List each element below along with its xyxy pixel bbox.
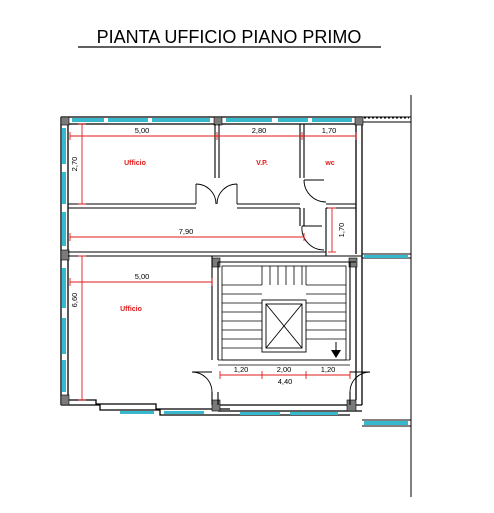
dim-stair-left: 1,20 xyxy=(234,365,249,374)
doors xyxy=(191,179,371,393)
stair-down-arrow-icon xyxy=(331,342,341,358)
dim-office-bottom-width: 5,00 xyxy=(135,272,150,281)
structural-columns xyxy=(60,116,364,412)
page-title: PIANTA UFFICIO PIANO PRIMO xyxy=(97,27,362,47)
dim-stair-center: 2,00 xyxy=(277,365,292,374)
neighbour-building xyxy=(362,95,412,497)
dim-stair-right: 1,20 xyxy=(321,365,336,374)
windows xyxy=(62,118,408,425)
room-label-office-top: Ufficio xyxy=(124,160,146,167)
dim-corridor-width: 7,90 xyxy=(179,227,194,236)
dim-corridor-height: 1,70 xyxy=(337,223,346,238)
elevator-cross-icon xyxy=(261,299,307,353)
room-label-wc: wc xyxy=(324,160,334,167)
dim-vp-width: 2,80 xyxy=(252,126,267,135)
dimension-lines xyxy=(69,123,357,401)
room-label-office-bottom: Ufficio xyxy=(120,306,142,313)
room-label-vp: V.P. xyxy=(256,160,268,167)
interior-walls xyxy=(68,124,362,405)
staircase xyxy=(218,265,350,366)
dim-upper-room-height: 2,70 xyxy=(70,157,79,172)
dim-office-bottom-height: 6,60 xyxy=(70,293,79,308)
dim-stair-total: 4,40 xyxy=(278,377,293,386)
dim-wc-width: 1,70 xyxy=(322,126,337,135)
dim-office-top-width: 5,00 xyxy=(135,126,150,135)
